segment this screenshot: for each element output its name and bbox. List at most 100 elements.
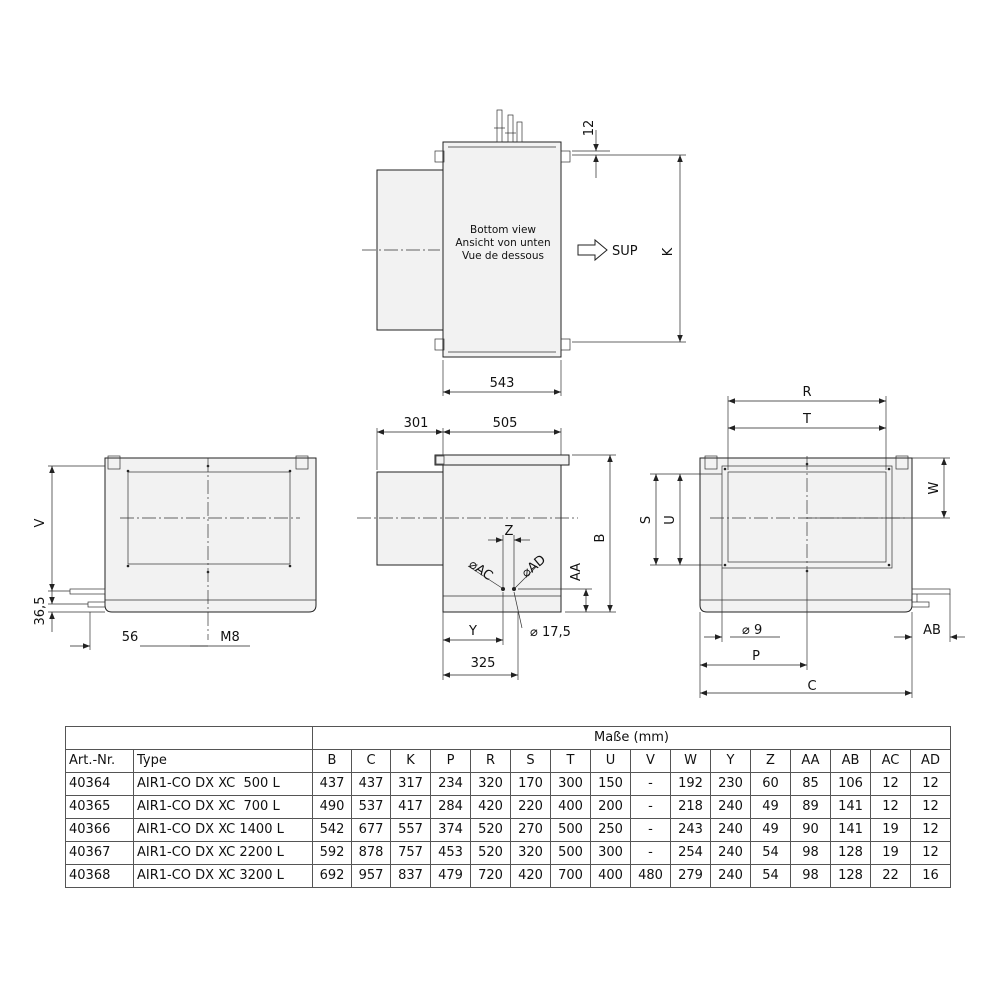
side-view-flange bbox=[434, 454, 570, 466]
bracket-icon bbox=[704, 455, 718, 470]
table-cell-type: AIR1-CO DX XC 700 L bbox=[133, 795, 313, 819]
table-cell-type: AIR1-CO DX XC 2200 L bbox=[133, 841, 313, 865]
table-cell-value: 54 bbox=[750, 864, 791, 888]
table-cell-value: 90 bbox=[790, 818, 831, 842]
table-cell-value: 757 bbox=[390, 841, 431, 865]
table-cell-value: 243 bbox=[670, 818, 711, 842]
dim-z-label: Z bbox=[505, 524, 514, 539]
col-header-s: S bbox=[510, 749, 551, 773]
table-cell-value: - bbox=[630, 795, 671, 819]
col-header-r: R bbox=[470, 749, 511, 773]
table-cell-value: 480 bbox=[630, 864, 671, 888]
table-cell-value: 240 bbox=[710, 841, 751, 865]
table-cell-value: 141 bbox=[830, 795, 871, 819]
col-header-art-nr: Art.-Nr. bbox=[65, 749, 134, 773]
col-header-z: Z bbox=[750, 749, 791, 773]
dim-p-label: P bbox=[752, 649, 760, 664]
table-cell-value: 592 bbox=[312, 841, 352, 865]
dim-aa-label: AA bbox=[569, 563, 584, 581]
table-group-header-row: Maße (mm) bbox=[65, 726, 951, 750]
table-cell-value: 240 bbox=[710, 864, 751, 888]
dim-width-label: 543 bbox=[490, 376, 515, 391]
dim-k-label: K bbox=[661, 247, 676, 256]
table-cell-value: 878 bbox=[351, 841, 391, 865]
table-cell-value: 284 bbox=[430, 795, 471, 819]
table-cell-value: 12 bbox=[870, 795, 911, 819]
screw-icon bbox=[126, 564, 130, 568]
bracket-icon bbox=[435, 455, 445, 465]
front-view: V 36,5 56 M8 bbox=[33, 455, 317, 650]
col-header-type: Type bbox=[133, 749, 313, 773]
dim-325-label: 325 bbox=[471, 656, 496, 671]
table-cell-value: 420 bbox=[470, 795, 511, 819]
pipe-connections bbox=[494, 109, 523, 143]
col-header-y: Y bbox=[710, 749, 751, 773]
table-cell-value: 300 bbox=[550, 772, 591, 796]
table-cell-value: 170 bbox=[510, 772, 551, 796]
table-cell-value: 12 bbox=[870, 772, 911, 796]
dim-dia-9-label: ⌀ 9 bbox=[742, 623, 762, 638]
table-cell-value: 49 bbox=[750, 818, 791, 842]
col-header-c: C bbox=[351, 749, 391, 773]
bottom-view: Bottom view Ansicht von unten Vue de des… bbox=[362, 109, 686, 396]
bracket-icon bbox=[295, 455, 309, 470]
table-cell-value: 542 bbox=[312, 818, 352, 842]
table-cell-value: 692 bbox=[312, 864, 352, 888]
bracket-icon bbox=[895, 455, 909, 470]
rear-view-housing bbox=[699, 457, 913, 613]
table-cell-value: 374 bbox=[430, 818, 471, 842]
col-header-p: P bbox=[430, 749, 471, 773]
table-cell-value: 720 bbox=[470, 864, 511, 888]
table-cell-value: 300 bbox=[590, 841, 631, 865]
table-cell-value: 400 bbox=[550, 795, 591, 819]
table-cell-value: 437 bbox=[312, 772, 352, 796]
table-cell-value: 957 bbox=[351, 864, 391, 888]
table-cell-value: 557 bbox=[390, 818, 431, 842]
view-caption: Ansicht von unten bbox=[455, 237, 550, 249]
table-cell-value: 420 bbox=[510, 864, 551, 888]
table-cell-value: 677 bbox=[351, 818, 391, 842]
table-cell-value: 106 bbox=[830, 772, 871, 796]
table-cell-value: 500 bbox=[550, 841, 591, 865]
dim-17-5-label: ⌀ 17,5 bbox=[530, 625, 571, 640]
table-cell-value: 220 bbox=[510, 795, 551, 819]
dim-ab-label: AB bbox=[923, 623, 941, 638]
table-cell-value: - bbox=[630, 818, 671, 842]
col-header-k: K bbox=[390, 749, 431, 773]
table-cell-value: 19 bbox=[870, 818, 911, 842]
table-cell-value: 22 bbox=[870, 864, 911, 888]
col-header-w: W bbox=[670, 749, 711, 773]
table-cell-value: 453 bbox=[430, 841, 471, 865]
bracket-icon bbox=[434, 150, 445, 163]
table-empty-cell bbox=[65, 726, 313, 750]
table-cell-value: 417 bbox=[390, 795, 431, 819]
table-cell-value: 192 bbox=[670, 772, 711, 796]
table-cell-value: 234 bbox=[430, 772, 471, 796]
table-cell-value: 537 bbox=[351, 795, 391, 819]
table-cell-art-nr: 40364 bbox=[65, 772, 134, 796]
dim-t-label: T bbox=[802, 412, 811, 427]
table-cell-type: AIR1-CO DX XC 3200 L bbox=[133, 864, 313, 888]
dimensions-table: Maße (mm) Art.-Nr. Type B C K P R S T U … bbox=[65, 726, 951, 888]
dim-12-label: 12 bbox=[582, 120, 597, 137]
dim-y-label: Y bbox=[468, 624, 477, 639]
table-cell-type: AIR1-CO DX XC 500 L bbox=[133, 772, 313, 796]
dim-36-5-label: 36,5 bbox=[33, 597, 48, 626]
table-cell-value: 270 bbox=[510, 818, 551, 842]
table-cell-value: 837 bbox=[390, 864, 431, 888]
table-cell-value: 254 bbox=[670, 841, 711, 865]
table-cell-value: 60 bbox=[750, 772, 791, 796]
table-cell-art-nr: 40365 bbox=[65, 795, 134, 819]
table-cell-value: 240 bbox=[710, 795, 751, 819]
table-cell-value: 240 bbox=[710, 818, 751, 842]
table-cell-value: 700 bbox=[550, 864, 591, 888]
bracket-icon bbox=[560, 150, 571, 163]
screw-icon bbox=[126, 469, 130, 473]
table-cell-value: 400 bbox=[590, 864, 631, 888]
view-caption: Vue de dessous bbox=[462, 250, 544, 262]
top-view-housing bbox=[442, 141, 562, 358]
